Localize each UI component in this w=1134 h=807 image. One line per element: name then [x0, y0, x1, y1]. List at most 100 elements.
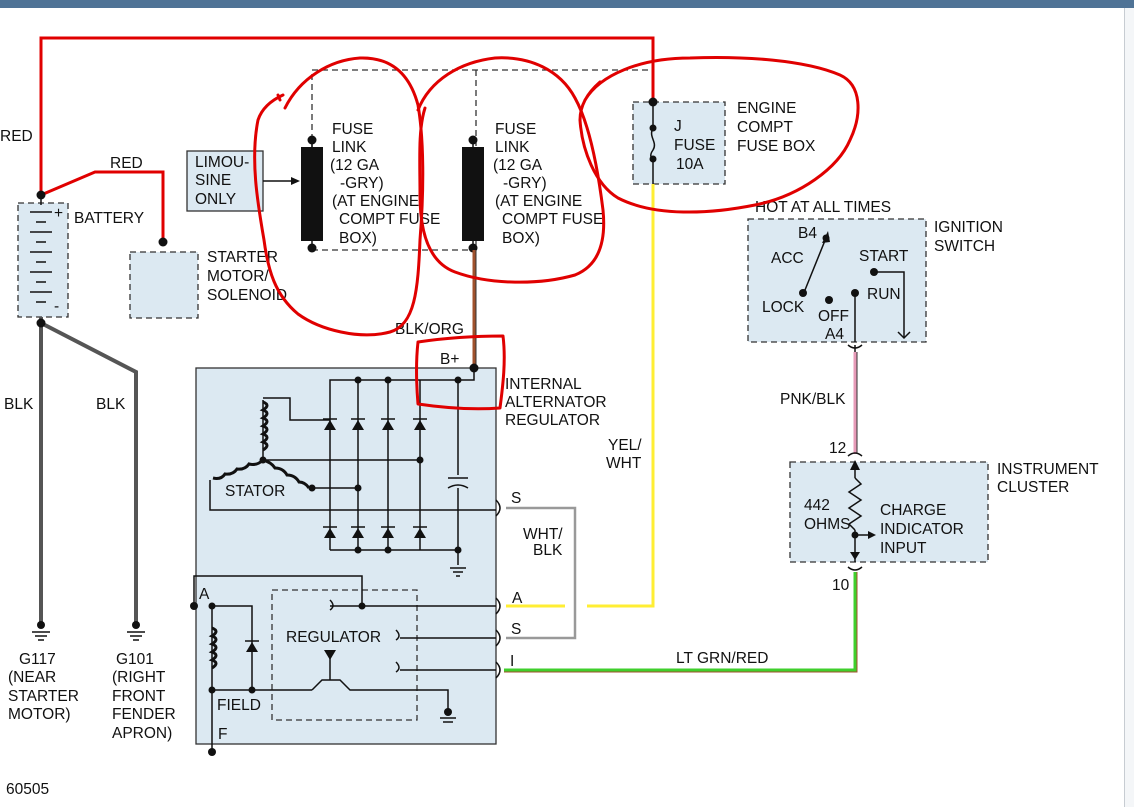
label-b-plus: B+: [440, 351, 459, 368]
ground-g117-symbol: [32, 631, 50, 641]
label-a-term: A: [512, 590, 523, 607]
label-g117-2: (NEAR: [8, 669, 56, 686]
label-fl1-2: LINK: [332, 139, 367, 156]
label-charge-1: CHARGE: [880, 502, 946, 519]
label-starter-3: SOLENOID: [207, 287, 287, 304]
alternator-internals: [190, 368, 501, 756]
label-wht-blk-2: BLK: [533, 542, 563, 559]
label-blk-1: BLK: [4, 396, 34, 413]
label-battery: BATTERY: [74, 210, 144, 227]
label-a-inner: A: [199, 586, 210, 603]
label-internal-3: REGULATOR: [505, 412, 600, 429]
ground-g101-symbol: [127, 631, 145, 641]
label-fl1-4: -GRY): [340, 175, 384, 192]
label-g117-4: MOTOR): [8, 706, 71, 723]
label-fl1-6: COMPT FUSE: [339, 211, 440, 228]
regulator-box: [271, 589, 418, 721]
annotation-box-b-plus: [415, 334, 506, 411]
label-yel-wht-1: YEL/: [608, 437, 642, 454]
figure-id: 60505: [6, 781, 49, 798]
label-off: OFF: [818, 308, 849, 325]
label-run: RUN: [867, 286, 901, 303]
red-main-wire: [39, 36, 655, 195]
label-pin-12: 12: [829, 440, 846, 457]
label-a4: A4: [825, 326, 844, 343]
label-acc: ACC: [771, 250, 804, 267]
instrument-cluster-box: [789, 461, 989, 563]
label-charge-2: INDICATOR: [880, 521, 964, 538]
label-fuse-j-1: J: [674, 118, 682, 135]
label-limo-1: LIMOU-: [195, 154, 249, 171]
limousine-box: [186, 150, 264, 212]
label-b4: B4: [798, 225, 817, 242]
label-yel-wht-2: WHT: [606, 455, 642, 472]
label-red-left: RED: [0, 128, 33, 145]
label-g117-1: G117: [19, 651, 56, 668]
label-fl1-7: BOX): [339, 230, 377, 247]
label-fl2-1: FUSE: [495, 121, 536, 138]
annotation-circle-fuse-link-1: [253, 56, 425, 337]
label-fl1-3: (12 GA: [330, 157, 380, 174]
label-pnk-blk: PNK/BLK: [780, 391, 846, 408]
label-engine-2: COMPT: [737, 119, 794, 136]
label-g101-1: G101: [116, 651, 154, 668]
label-charge-3: INPUT: [880, 540, 927, 557]
label-fl2-3: (12 GA: [493, 157, 543, 174]
label-fl2-2: LINK: [495, 139, 530, 156]
label-instrument-2: CLUSTER: [997, 479, 1069, 496]
label-engine-3: FUSE BOX: [737, 138, 816, 155]
label-g101-3: FRONT: [112, 688, 166, 705]
label-fl1-5: (AT ENGINE: [332, 193, 419, 210]
label-wht-blk-1: WHT/: [523, 526, 563, 543]
yel-wht-wire: [587, 184, 655, 608]
label-plus: +: [54, 205, 63, 222]
label-fl2-6: COMPT FUSE: [502, 211, 603, 228]
label-fuse-j-3: 10A: [676, 156, 704, 173]
label-pin-10: 10: [832, 577, 850, 594]
label-ignition-1: IGNITION: [934, 219, 1003, 236]
label-blk-2: BLK: [96, 396, 126, 413]
starter-box: [129, 251, 199, 319]
annotation-circle-fuse-box: [578, 56, 860, 214]
label-field: FIELD: [217, 697, 261, 714]
label-stator: STATOR: [225, 483, 285, 500]
label-regulator: REGULATOR: [286, 629, 381, 646]
label-internal-1: INTERNAL: [505, 376, 582, 393]
fuse-j-box: [632, 101, 726, 185]
label-fuse-j-2: FUSE: [674, 137, 715, 154]
lt-grn-red-wire: [504, 572, 857, 672]
label-s-term: S: [511, 490, 521, 507]
label-ohms-1: 442: [804, 497, 830, 514]
label-red-battery: RED: [110, 155, 143, 172]
fuse-link-2-symbol: [462, 135, 484, 253]
label-starter-1: STARTER: [207, 249, 278, 266]
label-g101-5: APRON): [112, 725, 172, 742]
label-g117-3: STARTER: [8, 688, 79, 705]
label-hot: HOT AT ALL TIMES: [755, 199, 891, 216]
label-fl1-1: FUSE: [332, 121, 373, 138]
blk-wire-g101: [40, 321, 138, 625]
label-start: START: [859, 248, 909, 265]
label-limo-2: SINE: [195, 172, 231, 189]
label-limo-3: ONLY: [195, 191, 236, 208]
ignition-switch-box: [747, 218, 927, 343]
wht-blk-wire: [506, 506, 577, 640]
annotation-circle-fuse-link-2: [416, 56, 606, 284]
label-lock: LOCK: [762, 299, 805, 316]
label-instrument-1: INSTRUMENT: [997, 461, 1099, 478]
label-lt-grn-red: LT GRN/RED: [676, 650, 768, 667]
label-g101-2: (RIGHT: [112, 669, 166, 686]
charge-indicator-symbol: [847, 460, 876, 562]
label-fl2-4: -GRY): [503, 175, 547, 192]
label-ignition-2: SWITCH: [934, 238, 995, 255]
label-ohms-2: OHMS: [804, 516, 851, 533]
label-blk-org: BLK/ORG: [395, 321, 464, 338]
label-engine-1: ENGINE: [737, 100, 796, 117]
scrollbar-edge[interactable]: [1124, 8, 1134, 807]
label-s-term-2: S: [511, 621, 521, 638]
ignition-switch-symbol: [799, 231, 911, 352]
window-title-bar: [0, 0, 1134, 8]
label-internal-2: ALTERNATOR: [505, 394, 607, 411]
label-starter-2: MOTOR/: [207, 268, 269, 285]
